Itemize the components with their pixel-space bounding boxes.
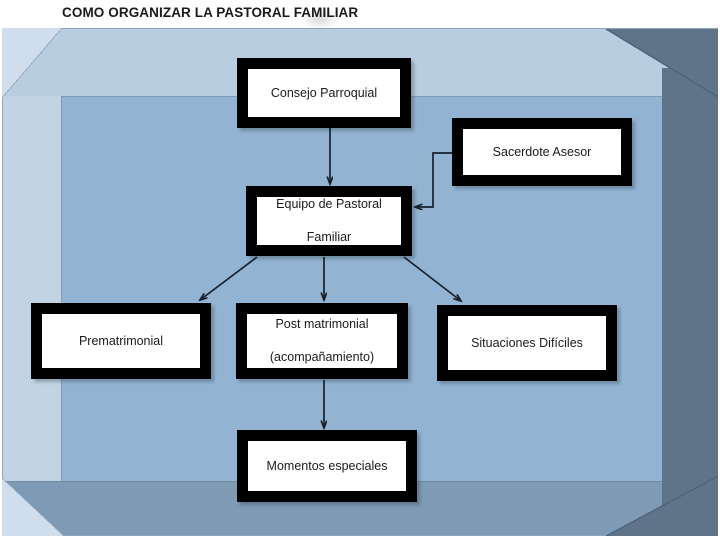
node-post-matrimonial[interactable]: Post matrimonial (acompañamiento) [236, 303, 408, 379]
room-right-wall-bottom-bevel [606, 476, 718, 536]
node-situaciones-dificiles-label: Situaciones Difíciles [471, 335, 583, 350]
room-left-wall [3, 96, 61, 482]
node-post-matrimonial-label: Post matrimonial (acompañamiento) [258, 316, 386, 367]
room-right-wall-top-bevel [606, 29, 718, 97]
node-prematrimonial-label: Prematrimonial [78, 333, 164, 348]
node-momentos-especiales-label: Momentos especiales [266, 458, 388, 473]
node-equipo-label-line2: Familiar [306, 230, 352, 245]
node-consejo-parroquial[interactable]: Consejo Parroquial [237, 58, 411, 128]
node-equipo-label-line1: Equipo de Pastoral [276, 196, 382, 211]
node-consejo-parroquial-label: Consejo Parroquial [270, 85, 378, 100]
node-prematrimonial[interactable]: Prematrimonial [31, 303, 211, 379]
room-right-wall [662, 68, 718, 508]
node-post-label-line2: (acompañamiento) [269, 350, 375, 365]
page-title: COMO ORGANIZAR LA PASTORAL FAMILIAR [62, 5, 359, 20]
room-top-left-bevel [2, 28, 62, 98]
room-bottom-left-bevel [2, 478, 64, 536]
node-sacerdote-asesor[interactable]: Sacerdote Asesor [452, 118, 632, 186]
node-sacerdote-asesor-label: Sacerdote Asesor [492, 144, 592, 159]
node-momentos-especiales[interactable]: Momentos especiales [237, 430, 417, 502]
node-situaciones-dificiles[interactable]: Situaciones Difíciles [437, 305, 617, 381]
node-post-label-line1: Post matrimonial [275, 316, 369, 331]
title-smudge-artifact [300, 8, 340, 30]
